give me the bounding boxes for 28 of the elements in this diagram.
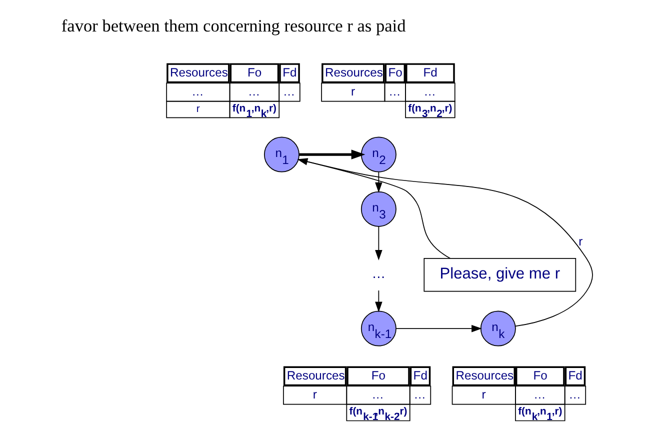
label: r	[312, 387, 316, 402]
node-text: …	[371, 265, 386, 282]
label: …	[388, 84, 400, 98]
label: Resources	[324, 65, 382, 80]
label: Fo	[247, 65, 262, 80]
label: favor between them concerning resource r as paid	[60, 16, 406, 36]
label: r	[350, 84, 355, 98]
label: Fo	[388, 65, 402, 80]
label: r	[196, 104, 200, 116]
label: …	[282, 84, 295, 98]
label: Fo	[532, 368, 547, 382]
label: Fd	[422, 65, 437, 80]
label: Fd	[412, 368, 427, 382]
label: …	[413, 387, 426, 402]
label: …	[247, 84, 260, 98]
label: …	[371, 387, 384, 402]
label: Fd	[568, 368, 582, 382]
label: Resources	[286, 368, 344, 382]
label: …	[191, 84, 204, 98]
label: Resources	[455, 368, 514, 382]
label: Fo	[370, 368, 385, 382]
label: …	[568, 387, 580, 402]
edge-label: r	[578, 234, 582, 249]
label: Fd	[282, 65, 296, 80]
label: …	[423, 84, 436, 98]
label: Resources	[170, 65, 228, 80]
label: …	[533, 387, 546, 402]
label: r	[481, 387, 486, 402]
